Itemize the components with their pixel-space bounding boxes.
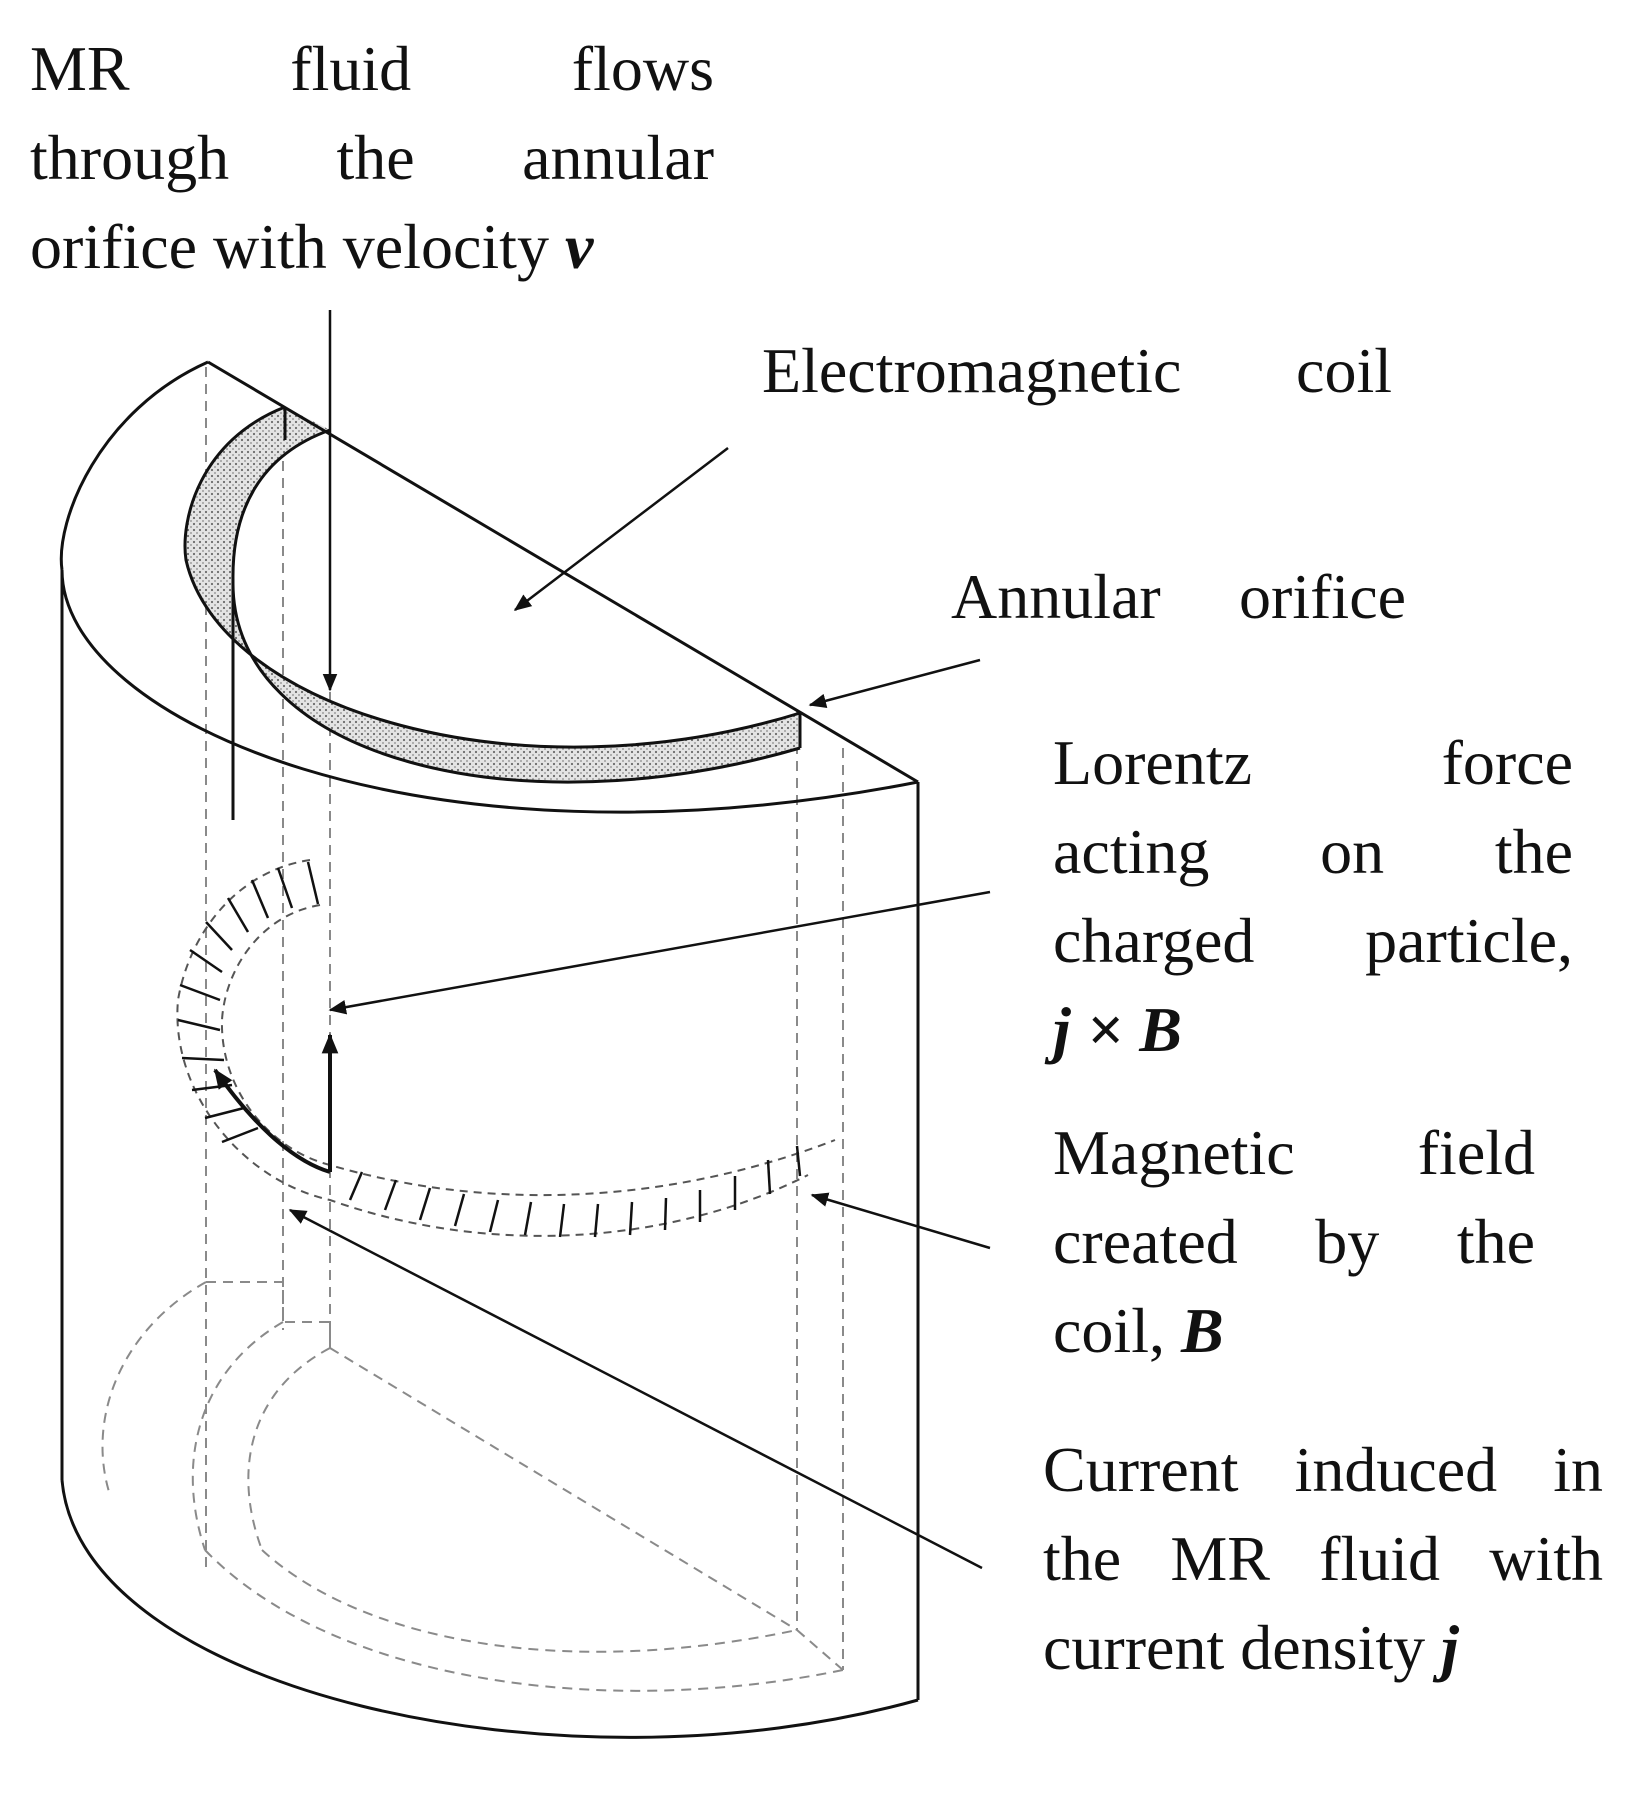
lorentz-force-symbol: j × B (1053, 994, 1182, 1065)
flow-label-line-3: orifice with velocity v (30, 211, 594, 282)
electromagnetic-coil-label: Electromagnetic coil (762, 326, 1392, 415)
magnetic-field-band (176, 859, 836, 1238)
current-label-line-2: the MR fluid with (1043, 1523, 1603, 1594)
hidden-lines (101, 367, 844, 1692)
coil-leader-arrow (513, 447, 729, 611)
current-density-symbol: j (1441, 1612, 1459, 1683)
lorentz-label-line-2: acting on the (1053, 816, 1573, 887)
lorentz-label-line-1: Lorentz force (1053, 727, 1573, 798)
leader-arrows (288, 310, 991, 1570)
current-leader-arrow (288, 1208, 983, 1570)
current-label-line-1: Current induced in (1043, 1434, 1603, 1505)
current-label-line-3: current density j (1043, 1612, 1459, 1683)
orifice-label-text: Annular orifice (951, 561, 1406, 632)
field-label-line-1: Magnetic field (1053, 1117, 1535, 1188)
flow-label-line-2: through the annular (30, 122, 714, 193)
magnetic-field-symbol: B (1180, 1295, 1224, 1366)
annular-orifice-band (185, 407, 801, 783)
field-hatch-marks (177, 861, 802, 1238)
field-label-line-2: created by the (1053, 1206, 1535, 1277)
magnetic-field-label: Magnetic field created by the coil, B (1053, 1108, 1535, 1375)
flow-velocity-label: MR fluid flows through the annular orifi… (30, 24, 714, 291)
field-label-line-3: coil, B (1053, 1295, 1224, 1366)
field-leader-arrow (810, 1192, 991, 1250)
orifice-leader-arrow (808, 658, 981, 708)
lorentz-force-label: Lorentz force acting on the charged part… (1053, 718, 1573, 1074)
current-arc-arrow (213, 1068, 331, 1174)
velocity-symbol: v (564, 211, 594, 282)
coil-label-text: Electromagnetic coil (762, 335, 1392, 406)
cylinder-body (59, 360, 920, 1739)
lorentz-label-line-3: charged particle, (1053, 905, 1573, 976)
flow-label-line-1: MR fluid flows (30, 33, 714, 104)
annular-orifice-label: Annular orifice (951, 552, 1406, 641)
lorentz-leader-arrow (328, 890, 991, 1015)
induced-current-label: Current induced in the MR fluid with cur… (1043, 1425, 1603, 1692)
